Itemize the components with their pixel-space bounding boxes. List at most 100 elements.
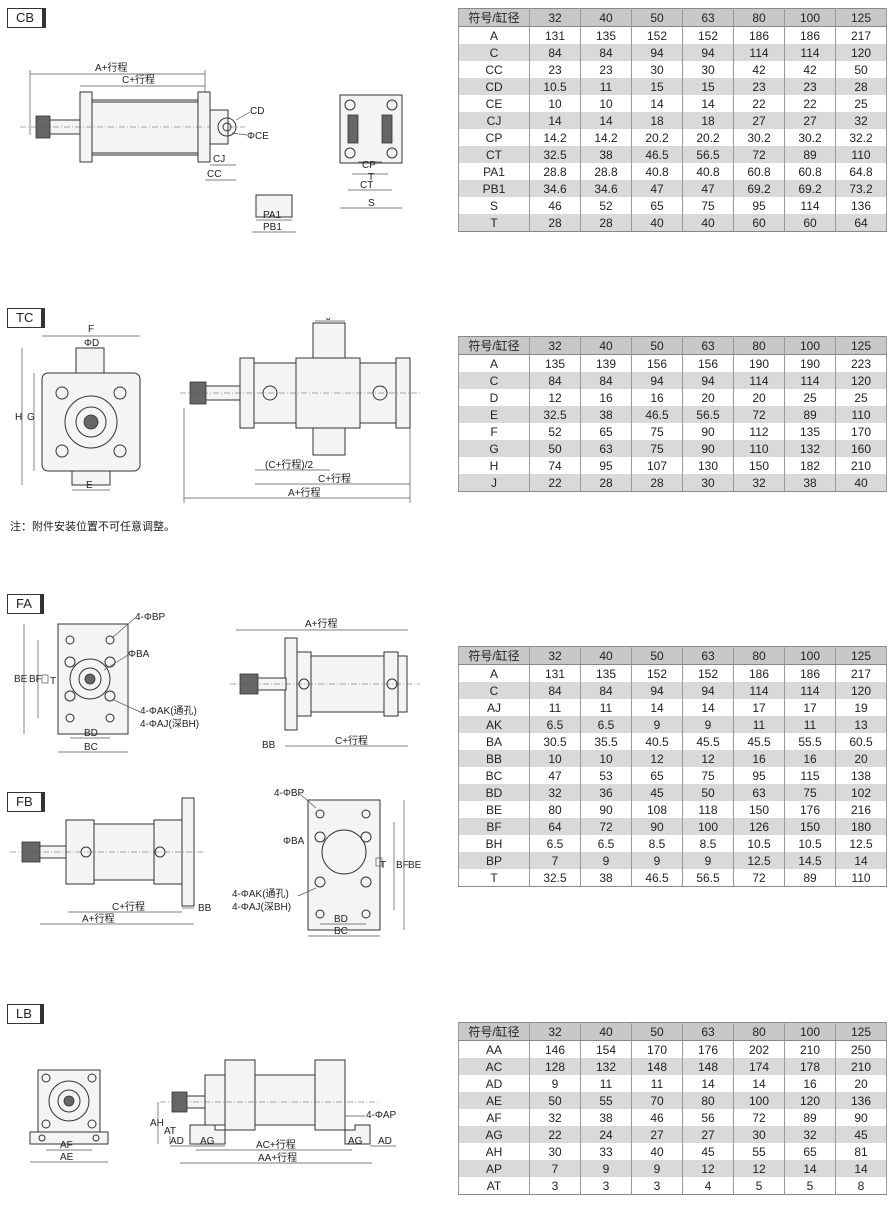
table-cell: G (458, 440, 530, 457)
table-cell: 16 (784, 1075, 836, 1092)
cb-label-ce: ΦCE (247, 131, 269, 142)
table-cell: CC (458, 61, 530, 78)
table-cell: 114 (733, 682, 785, 699)
table-cell: 126 (733, 818, 785, 835)
table-cell: 65 (631, 197, 683, 214)
table-cell: 18 (682, 112, 734, 129)
table-cell: 27 (733, 112, 785, 129)
table-cell: 186 (733, 26, 785, 44)
table-cell: 210 (835, 457, 887, 474)
table-cell: 32.5 (529, 869, 581, 887)
table-cell: 47 (631, 180, 683, 197)
table-cell: 95 (733, 197, 785, 214)
table-cell: 30 (631, 61, 683, 78)
table-cell: BB (458, 750, 530, 767)
fb-label-bc: BC (334, 926, 348, 937)
table-cell: 5 (784, 1177, 836, 1195)
table-cell: 12 (682, 1160, 734, 1177)
table-cell: 110 (733, 440, 785, 457)
table-cell: 40.8 (631, 163, 683, 180)
table-cell: 32.5 (529, 146, 581, 163)
table-cell: 40 (631, 214, 683, 232)
table-cell: 22 (733, 95, 785, 112)
table-header-cell: 100 (784, 336, 836, 355)
table-cell: 28 (835, 78, 887, 95)
fb-drawing: C+行程 A+行程 BB 4-ΦBP ΦBA T BF BE 4-ΦAK(通孔)… (10, 788, 422, 937)
table-cell: 18 (631, 112, 683, 129)
table-cell: C (458, 44, 530, 61)
table-cell: AE (458, 1092, 530, 1109)
table-cell: AA (458, 1040, 530, 1058)
table-cell: 28 (631, 474, 683, 492)
table-header-cell: 80 (733, 1022, 785, 1041)
table-cell: 47 (529, 767, 581, 784)
table-cell: 146 (529, 1040, 581, 1058)
table-cell: 11 (580, 699, 632, 716)
table-cell: 216 (835, 801, 887, 818)
table-cell: 14 (529, 112, 581, 129)
table-cell: 10 (529, 750, 581, 767)
fb-label-t: T (380, 860, 386, 871)
table-cell: 20 (835, 1075, 887, 1092)
lb-label-ae: AE (60, 1152, 74, 1163)
table-cell: 56.5 (682, 146, 734, 163)
table-cell: 84 (529, 682, 581, 699)
tc-label-g: G (27, 412, 35, 423)
tc-label-j: J (326, 318, 331, 323)
table-cell: 14 (835, 852, 887, 869)
table-cell: 14 (733, 1075, 785, 1092)
table-cell: 25 (784, 389, 836, 406)
table-cell: 8.5 (631, 835, 683, 852)
fa-label-bc: BC (84, 742, 98, 753)
table-cell: D (458, 389, 530, 406)
table-cell: 174 (733, 1058, 785, 1075)
table-header-cell: 100 (784, 8, 836, 27)
table-header-cell: 40 (580, 336, 632, 355)
table-cell: 25 (835, 389, 887, 406)
table-cell: 150 (733, 457, 785, 474)
table-cell: CP (458, 129, 530, 146)
table-cell: 20 (682, 389, 734, 406)
table-header-cell: 63 (682, 1022, 734, 1041)
fb-label-bf: BF (396, 860, 409, 871)
table-cell: AG (458, 1126, 530, 1143)
table-cell: 217 (835, 26, 887, 44)
table-cell: 33 (580, 1143, 632, 1160)
table-cell: E (458, 406, 530, 423)
lb-label-ad: AD (170, 1136, 184, 1147)
cb-drawing: A+行程 C+行程 CD ΦCE CJ CC PA1 PB1 CP T CT S (20, 61, 403, 233)
table-cell: 180 (835, 818, 887, 835)
table-cell: 7 (529, 852, 581, 869)
table-cell: CD (458, 78, 530, 95)
table-cell: 72 (733, 406, 785, 423)
table-cell: 14.2 (580, 129, 632, 146)
table-cell: 6.5 (529, 716, 581, 733)
table-cell: 90 (631, 818, 683, 835)
table-cell: 14 (682, 1075, 734, 1092)
table-cell: BF (458, 818, 530, 835)
table-cell: 250 (835, 1040, 887, 1058)
table-cell: 210 (835, 1058, 887, 1075)
table-cell: 12.5 (835, 835, 887, 852)
table-cell: 84 (580, 372, 632, 389)
table-cell: 186 (784, 26, 836, 44)
table-cell: 34.6 (580, 180, 632, 197)
table-cell: 34.6 (529, 180, 581, 197)
cb-label-pa1: PA1 (263, 210, 282, 221)
table-cell: 132 (580, 1058, 632, 1075)
table-header-cell: 125 (835, 1022, 887, 1041)
lb-label-ah: AH (150, 1118, 164, 1129)
table-header-cell: 50 (631, 646, 683, 665)
table-cell: 40.5 (631, 733, 683, 750)
table-cell: 52 (580, 197, 632, 214)
table-cell: 112 (733, 423, 785, 440)
table-cell: 72 (733, 146, 785, 163)
